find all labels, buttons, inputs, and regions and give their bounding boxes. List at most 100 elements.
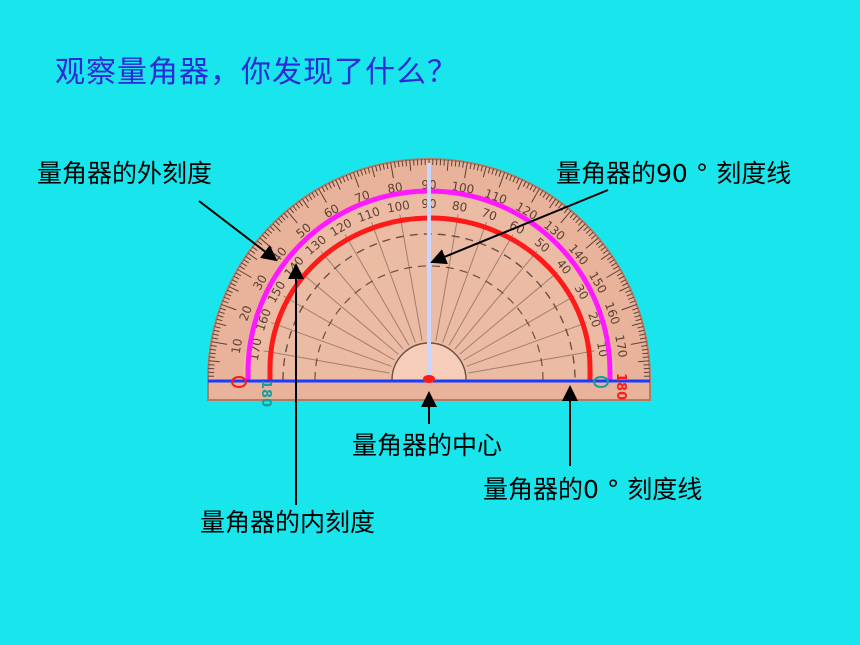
scale-tick <box>228 286 239 292</box>
scale-tick <box>560 210 572 224</box>
right-end-number: 180 <box>613 373 628 400</box>
scale-tick <box>360 169 364 176</box>
scale-tick <box>526 182 530 189</box>
scale-tick <box>378 164 382 171</box>
scale-tick <box>211 341 228 345</box>
scale-tick <box>629 300 636 304</box>
scale-tick <box>219 307 226 311</box>
scale-tick <box>588 231 594 237</box>
radial-line <box>270 322 392 367</box>
scale-tick <box>476 164 480 171</box>
scale-tick <box>318 188 327 203</box>
scale-tick <box>247 252 258 260</box>
scale-tick <box>321 186 326 193</box>
scale-tick <box>252 246 258 252</box>
scale-tick <box>237 269 252 278</box>
scale-tick <box>286 210 298 224</box>
scale-tick <box>241 262 247 267</box>
inner-scale-number: 70 <box>480 205 499 223</box>
scale-tick <box>642 356 649 359</box>
scale-tick <box>641 344 648 347</box>
scale-tick <box>221 303 237 311</box>
outer-scale-number: 20 <box>237 304 255 323</box>
scale-tick <box>549 198 557 209</box>
scale-tick <box>218 311 225 315</box>
scale-tick <box>577 223 586 232</box>
scale-tick <box>328 182 332 189</box>
scale-tick <box>611 262 617 267</box>
scale-tick <box>390 162 394 179</box>
scale-tick <box>217 314 224 318</box>
scale-tick <box>494 169 498 176</box>
scale-tick <box>249 249 256 255</box>
left-zero-marker <box>231 376 247 388</box>
protractor-ticks <box>208 159 650 381</box>
scale-tick <box>575 218 581 224</box>
scale-tick <box>231 279 238 283</box>
outer-scale-number: 30 <box>250 272 270 292</box>
scale-tick <box>606 256 613 261</box>
scale-tick <box>342 176 346 183</box>
scale-tick <box>210 344 217 347</box>
scale-tick <box>209 356 216 359</box>
scale-tick <box>261 234 268 240</box>
scale-tick <box>498 170 502 177</box>
scale-tick <box>292 205 298 211</box>
scale-tick <box>349 173 353 180</box>
scale-tick <box>482 166 487 178</box>
scale-tick <box>386 162 389 170</box>
scale-tick <box>639 333 646 336</box>
scale-tick <box>609 259 615 264</box>
scale-tick <box>301 198 309 209</box>
scale-tick <box>621 303 637 311</box>
scale-tick <box>618 275 625 280</box>
arrow-outer-scale <box>198 200 278 262</box>
scale-tick <box>633 311 640 315</box>
scale-tick <box>637 326 644 329</box>
scale-tick <box>235 272 242 277</box>
scale-tick <box>641 348 648 351</box>
scale-tick <box>212 333 219 336</box>
scale-tick <box>532 186 537 193</box>
scale-tick <box>620 279 627 283</box>
inner-scale-number: 100 <box>386 198 411 216</box>
scale-tick <box>230 282 236 287</box>
scale-tick <box>216 318 223 322</box>
scale-tick <box>616 272 623 277</box>
scale-tick <box>531 188 540 203</box>
scale-tick <box>223 296 230 300</box>
scale-tick <box>631 322 643 327</box>
arrow-ninety-line <box>430 189 609 265</box>
scale-tick <box>590 234 597 240</box>
scale-tick <box>548 196 553 203</box>
scale-tick <box>401 160 404 167</box>
scale-tick <box>222 300 229 304</box>
scale-tick <box>635 318 642 322</box>
scale-tick <box>473 163 476 170</box>
scale-tick <box>295 203 301 209</box>
scale-tick <box>512 176 516 183</box>
outer-scale-number: 10 <box>229 337 245 354</box>
scale-tick <box>215 322 227 327</box>
label-inner-scale: 量角器的内刻度 <box>200 508 376 537</box>
scale-tick <box>298 200 304 207</box>
inner-scale-number: 80 <box>451 198 468 214</box>
radial-line <box>454 250 538 350</box>
scale-tick <box>634 314 641 318</box>
scale-tick <box>446 159 449 171</box>
scale-tick <box>450 160 453 167</box>
scale-tick <box>598 243 604 249</box>
scale-tick <box>454 160 457 167</box>
scale-tick <box>214 326 221 329</box>
scale-tick <box>311 192 316 198</box>
radial-line <box>344 234 410 346</box>
scale-tick <box>469 162 472 170</box>
scale-tick <box>256 240 263 246</box>
scale-tick <box>272 223 281 232</box>
scale-tick <box>572 215 578 221</box>
scale-tick <box>529 184 534 191</box>
scale-tick <box>267 228 273 234</box>
scale-tick <box>600 252 611 260</box>
scale-tick <box>375 165 378 172</box>
